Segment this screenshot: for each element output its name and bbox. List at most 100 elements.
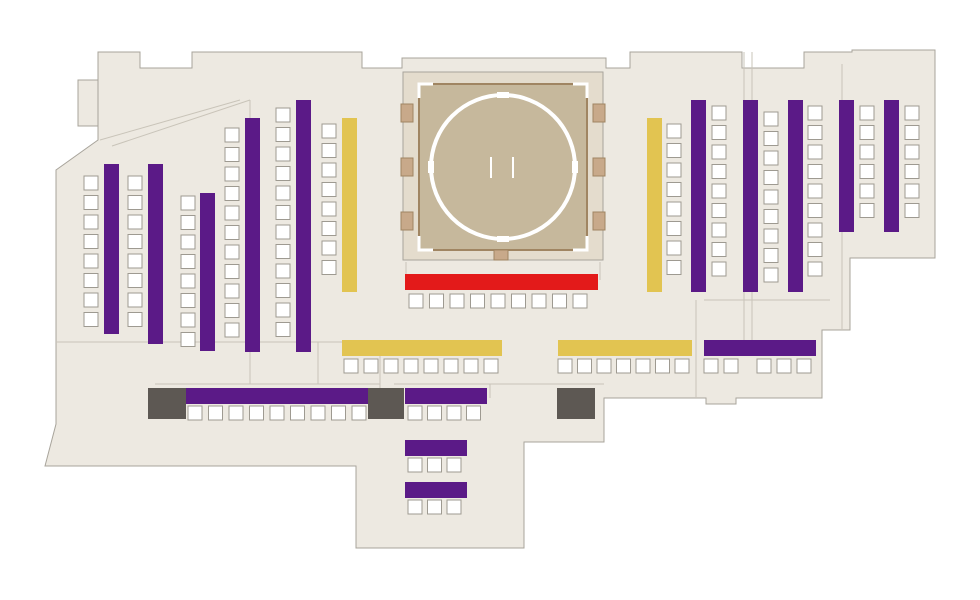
seat [321,143,337,158]
pillar [557,388,595,419]
seat [180,195,196,211]
seat [208,405,223,421]
seat [275,283,291,298]
box-seat-block [743,100,758,292]
arena-seat-block [342,340,502,356]
seat [446,457,462,473]
seat [83,234,99,249]
seat [904,183,920,199]
seat [711,125,727,140]
seat [666,182,682,197]
seat [429,293,444,309]
seat [859,164,875,179]
seat [557,358,573,374]
seat [711,222,727,238]
seat [275,205,291,220]
seat [224,225,240,240]
dohyo-corner-mark [417,236,433,252]
seat [859,144,875,160]
seat [427,457,442,473]
tawara-notch [497,236,509,242]
seat [666,143,682,158]
seat [711,242,727,257]
seat [321,162,337,178]
seat [763,209,779,224]
seat [83,214,99,230]
box-seat-block [405,440,467,456]
seat [275,302,291,318]
roof-post [493,249,509,261]
tawara-notch [497,92,509,98]
seat [321,221,337,236]
seat [616,358,631,374]
seat [180,293,196,308]
box-seat-block [200,193,215,351]
seat [446,499,462,515]
seat [763,170,779,185]
seat [224,166,240,182]
seat [269,405,285,421]
seat [807,144,823,160]
seat [577,358,592,374]
seat [423,358,439,374]
box-seat-block [704,340,816,356]
seat [407,457,423,473]
seat [224,205,240,221]
dohyo-platform [418,83,588,251]
seat [711,105,727,121]
seat [224,186,240,201]
seat [224,127,240,143]
seat [275,107,291,123]
box-seat-block [691,100,706,292]
seat [127,175,143,191]
seat [723,358,739,374]
box-seat-block [148,164,163,344]
seat [275,146,291,162]
arena-seat-block [647,118,662,292]
seat [180,234,196,250]
seat [180,215,196,230]
seat [635,358,651,374]
seat [310,405,326,421]
seat [711,144,727,160]
seat [490,293,506,309]
seat [83,175,99,191]
box-seat-block [186,388,368,404]
seat [531,293,547,309]
seat [224,244,240,260]
seat [904,164,920,179]
seat [666,260,682,275]
seat [711,203,727,218]
seat [275,263,291,279]
corridor-line [99,99,241,141]
seat [859,183,875,199]
seat [756,358,772,374]
roof-post [592,157,606,177]
seat [859,203,875,218]
seat [666,221,682,236]
dohyo-corner-mark [573,82,589,98]
arena-seat-block [342,118,357,292]
seat [331,405,346,421]
seat [763,248,779,263]
seat [275,127,291,142]
seat [711,164,727,179]
seat [321,240,337,256]
tawara-notch [428,161,434,173]
seat [83,253,99,269]
seat [443,358,459,374]
seat [403,358,419,374]
seat [466,405,481,421]
tawara-notch [572,161,578,173]
seat [763,131,779,146]
seat [383,358,399,374]
seat [666,240,682,256]
seat [655,358,670,374]
seat [807,222,823,238]
box-seat-block [884,100,899,232]
seat [127,195,143,210]
seat [321,182,337,197]
roof-post [400,211,414,231]
seat [511,293,526,309]
seat [275,166,291,181]
